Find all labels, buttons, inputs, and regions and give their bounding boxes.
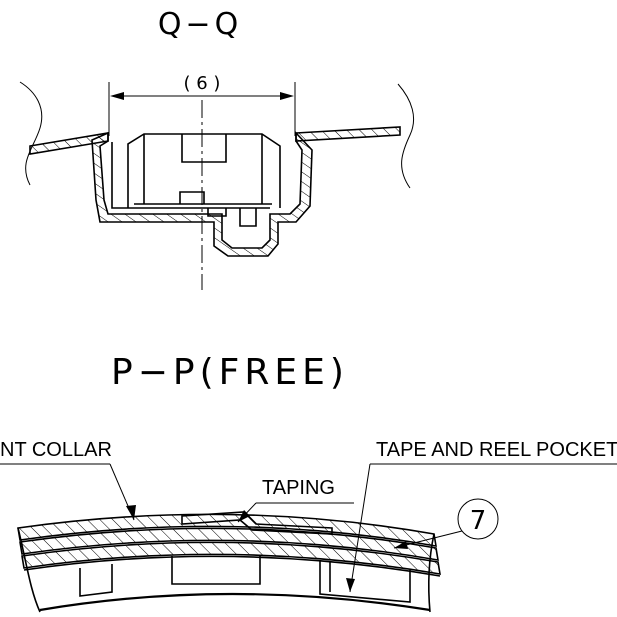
tape-section-pp — [17, 511, 441, 613]
dimension-6: ( 6 ) — [108, 73, 296, 136]
dimension-label: ( 6 ) — [184, 73, 221, 94]
break-line-left — [19, 81, 43, 186]
label-pocket: TAPE AND REEL POCKET — [376, 439, 617, 461]
break-line-right — [397, 83, 414, 189]
section-pp-title: P−P(FREE) — [111, 352, 349, 393]
tape-section-qq — [29, 126, 401, 257]
label-taping: TAPING — [262, 477, 335, 499]
balloon-number: 7 — [470, 506, 487, 536]
section-qq-title: Q−Q — [158, 7, 242, 42]
label-collar: NT COLLAR — [0, 439, 112, 461]
